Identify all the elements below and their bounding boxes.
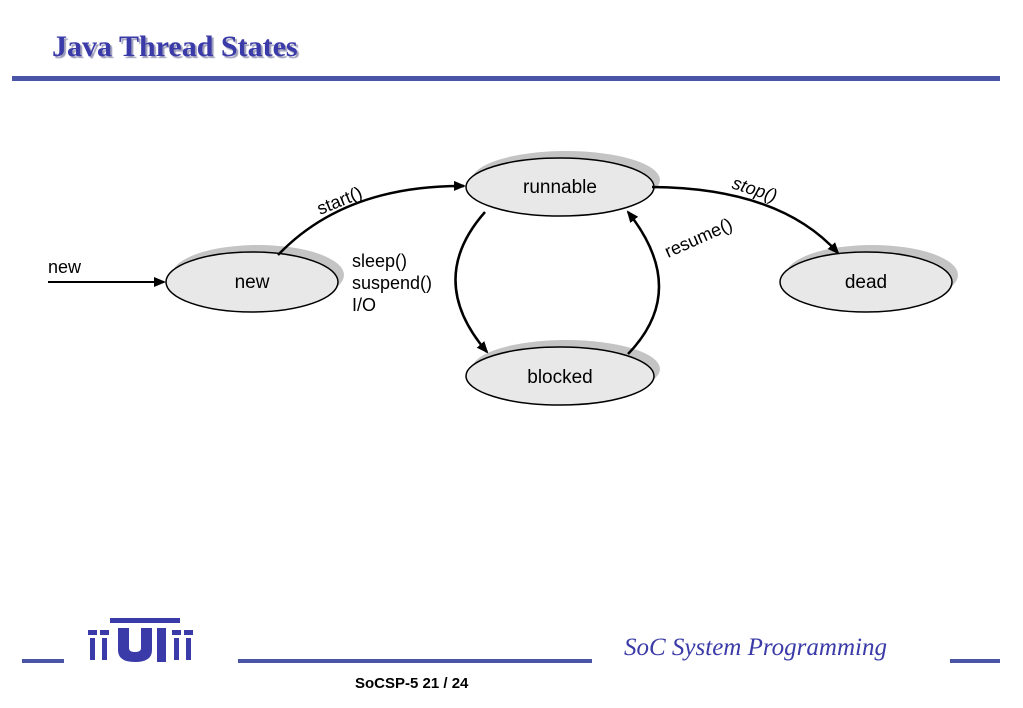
page-number: SoCSP-5 21 / 24: [355, 675, 469, 692]
footer-line-right: [950, 659, 1000, 663]
state-dead: dead: [779, 245, 958, 313]
suspend-label: suspend(): [352, 273, 432, 293]
entry-label: new: [48, 257, 82, 277]
state-new: new: [165, 245, 344, 313]
resume-label: resume(): [661, 214, 735, 262]
state-dead-label: dead: [845, 272, 887, 293]
entry-transition: new: [48, 257, 166, 287]
start-transition: start(): [277, 180, 466, 256]
sleep-label: sleep(): [352, 251, 407, 271]
io-label: I/O: [352, 295, 376, 315]
slide-title: Java Thread States: [52, 30, 298, 63]
start-label: start(): [314, 183, 365, 219]
state-runnable-label: runnable: [523, 177, 597, 198]
block-transition: sleep() suspend() I/O: [352, 211, 489, 354]
resume-transition: resume(): [626, 210, 735, 355]
state-blocked-label: blocked: [527, 367, 593, 388]
footer-line-middle: [238, 659, 592, 663]
footer-line-left: [22, 659, 64, 663]
state-blocked: blocked: [465, 340, 660, 406]
state-new-label: new: [235, 272, 270, 293]
tut-logo-icon: [88, 618, 193, 662]
footer-course-title: SoC System Programming: [624, 634, 887, 661]
state-runnable: runnable: [465, 151, 660, 217]
title-rule: [12, 76, 1000, 81]
